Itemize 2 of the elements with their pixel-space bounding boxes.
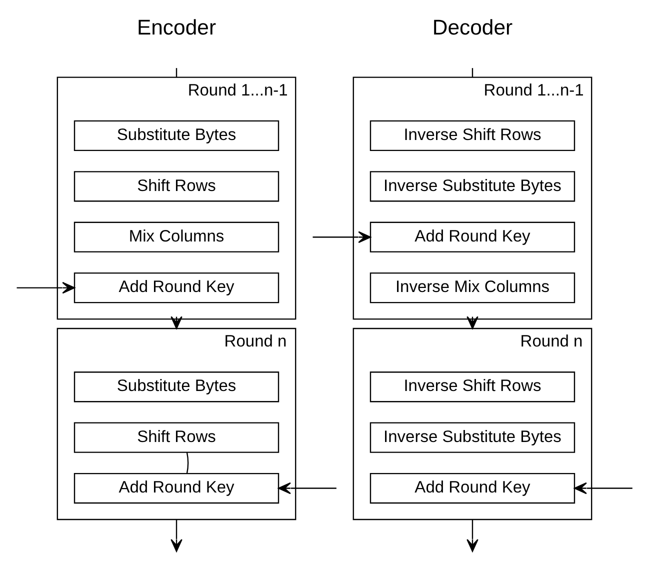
label: Encoder: [136, 16, 216, 40]
label: Decoder: [432, 16, 513, 40]
